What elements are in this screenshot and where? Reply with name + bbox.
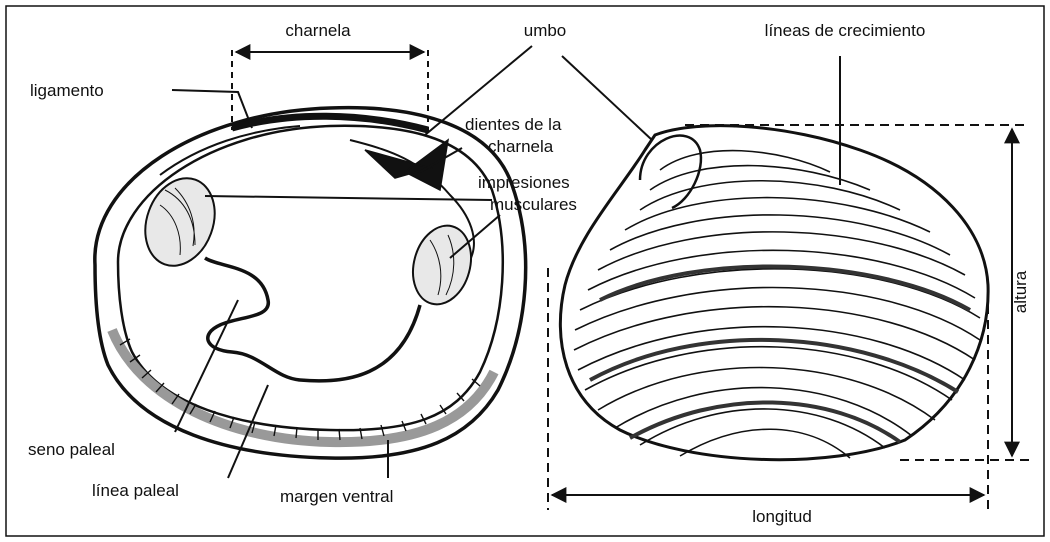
label-margen-ventral: margen ventral [280, 487, 393, 506]
label-altura: altura [1011, 270, 1030, 313]
label-umbo: umbo [524, 21, 567, 40]
label-ligamento: ligamento [30, 81, 104, 100]
label-charnela: charnela [285, 21, 351, 40]
label-longitud: longitud [752, 507, 812, 526]
label-dientes-line1: dientes de la [465, 115, 562, 134]
umbo-leader-right [562, 56, 652, 140]
label-seno-paleal: seno paleal [28, 440, 115, 459]
label-lineas-crecimiento: líneas de crecimiento [765, 21, 926, 40]
label-dientes-line2: charnela [488, 137, 554, 156]
interior-shell [95, 108, 526, 458]
label-linea-paleal: línea paleal [92, 481, 179, 500]
exterior-shell [560, 126, 988, 460]
label-impresiones-line1: impresiones [478, 173, 570, 192]
label-impresiones-line2: musculares [490, 195, 577, 214]
